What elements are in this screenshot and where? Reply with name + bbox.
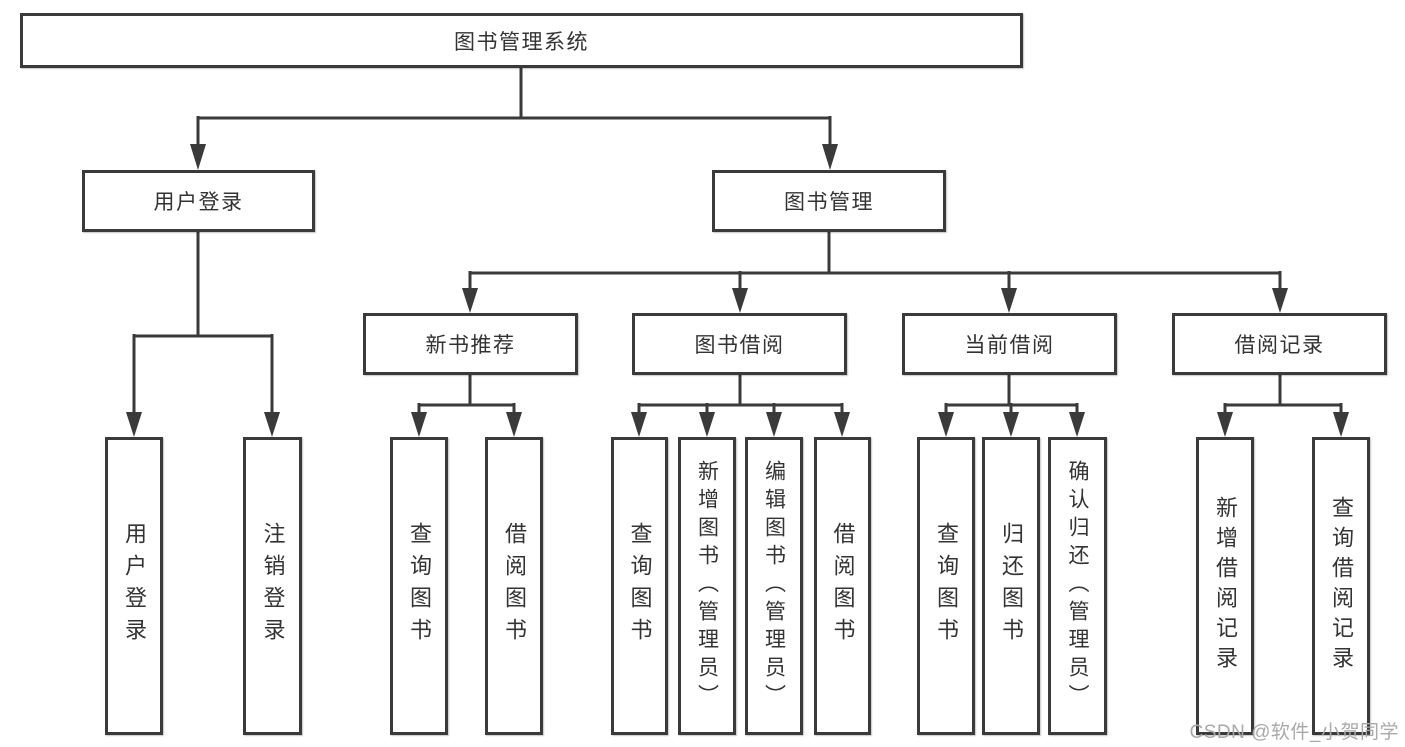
- node-label: 用户登录: [153, 191, 244, 214]
- node-label: 用户登录: [122, 522, 147, 650]
- node-label: 归还图书: [999, 522, 1024, 650]
- leaf-add-borrow-record: 新增借阅记录: [1196, 437, 1254, 735]
- leaf-query-borrow-record: 查询借阅记录: [1312, 437, 1370, 735]
- node-label: 查询图书: [627, 522, 653, 650]
- leaf-add-book-admin: 新增图书（管理员）: [678, 437, 736, 735]
- node-label: 编辑图书（管理员）: [762, 460, 786, 712]
- node-label: 借阅记录: [1234, 334, 1325, 357]
- node-label: 图书管理: [784, 191, 874, 214]
- node-new-book-recommendation: 新书推荐: [363, 313, 578, 375]
- node-label: 查询图书: [934, 522, 959, 650]
- node-label: 新增图书（管理员）: [695, 460, 719, 712]
- leaf-query-books-current: 查询图书: [917, 437, 975, 735]
- node-book-borrowing: 图书借阅: [632, 313, 847, 375]
- node-label: 新增借阅记录: [1213, 496, 1238, 676]
- node-user-login: 用户登录: [82, 170, 315, 232]
- node-book-management: 图书管理: [712, 170, 946, 232]
- node-label: 借阅图书: [502, 522, 527, 650]
- leaf-borrow-books-borrowing: 借阅图书: [814, 437, 871, 735]
- node-label: 新书推荐: [425, 334, 516, 357]
- node-label: 查询图书: [407, 522, 432, 650]
- node-library-management-system: 图书管理系统: [20, 13, 1023, 68]
- leaf-query-books-recommend: 查询图书: [390, 437, 448, 735]
- leaf-return-books: 归还图书: [982, 437, 1040, 735]
- node-borrowing-records: 借阅记录: [1172, 313, 1387, 375]
- leaf-query-books-borrowing: 查询图书: [611, 437, 668, 735]
- watermark: CSDN @软件_小贺同学: [1189, 722, 1399, 743]
- node-label: 当前借阅: [964, 334, 1055, 357]
- leaf-borrow-books-recommend: 借阅图书: [485, 437, 543, 735]
- node-label: 注销登录: [260, 522, 286, 650]
- leaf-user-login: 用户登录: [105, 437, 163, 735]
- node-label: 图书管理系统: [454, 30, 589, 54]
- node-label: 查询借阅记录: [1329, 496, 1354, 676]
- node-label: 图书借阅: [694, 334, 785, 357]
- leaf-logout: 注销登录: [243, 437, 302, 735]
- node-current-borrowing: 当前借阅: [902, 313, 1117, 375]
- node-label: 借阅图书: [830, 522, 856, 650]
- leaf-edit-book-admin: 编辑图书（管理员）: [745, 437, 803, 735]
- node-label: 确认归还（管理员）: [1066, 460, 1089, 712]
- leaf-confirm-return-admin: 确认归还（管理员）: [1048, 437, 1107, 735]
